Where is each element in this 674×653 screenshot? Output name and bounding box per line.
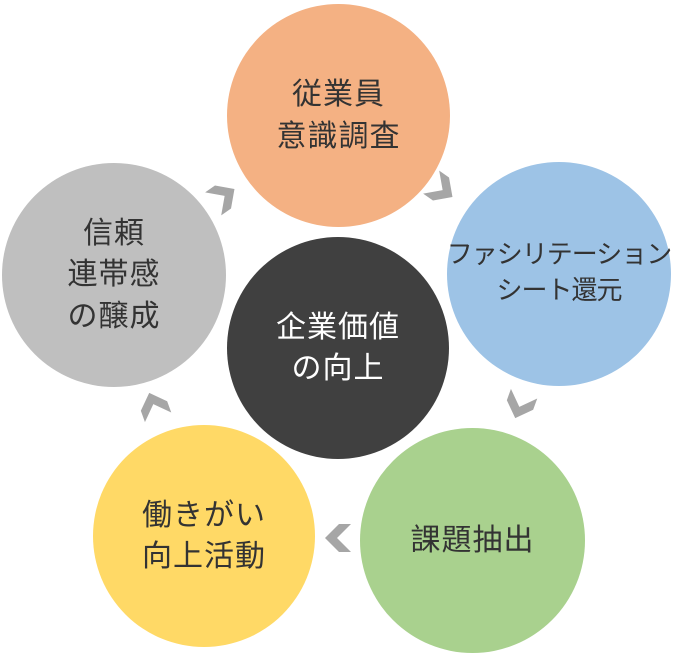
node-engagement-activity-line1: 働きがい <box>142 497 266 533</box>
node-trust-building: 信頼 連帯感 の醸成 <box>2 163 226 387</box>
node-engagement-activity: 働きがい 向上活動 <box>93 425 315 647</box>
node-issue-extraction: 課題抽出 <box>360 428 585 653</box>
node-issue-extraction-line1: 課題抽出 <box>410 522 535 558</box>
node-facilitation-sheet-line2: シート還元 <box>496 276 622 306</box>
node-facilitation-sheet: ファシリテーション シート還元 <box>446 162 672 386</box>
node-center-corporate-value: 企業価値 の向上 <box>227 237 449 459</box>
node-trust-building-line2: 連帯感 <box>67 257 161 293</box>
node-facilitation-sheet-line1: ファシリテーション <box>446 240 672 271</box>
chevron-arrow-issue-to-activity <box>325 524 351 552</box>
node-center-line2: の向上 <box>291 351 385 386</box>
node-employee-survey: 従業員 意識調査 <box>227 4 450 227</box>
chevron-arrow-trust-to-survey <box>205 185 235 216</box>
chevron-arrow-activity-to-trust <box>140 392 172 423</box>
node-employee-survey-line2: 意識調査 <box>276 118 401 154</box>
node-engagement-activity-line2: 向上活動 <box>142 539 266 574</box>
node-employee-survey-line1: 従業員 <box>292 77 385 113</box>
node-center-line1: 企業価値 <box>276 309 400 345</box>
node-trust-building-line1: 信頼 <box>83 215 145 251</box>
node-trust-building-line3: の醸成 <box>67 298 161 334</box>
chevron-arrow-sheet-to-issue <box>506 388 538 419</box>
